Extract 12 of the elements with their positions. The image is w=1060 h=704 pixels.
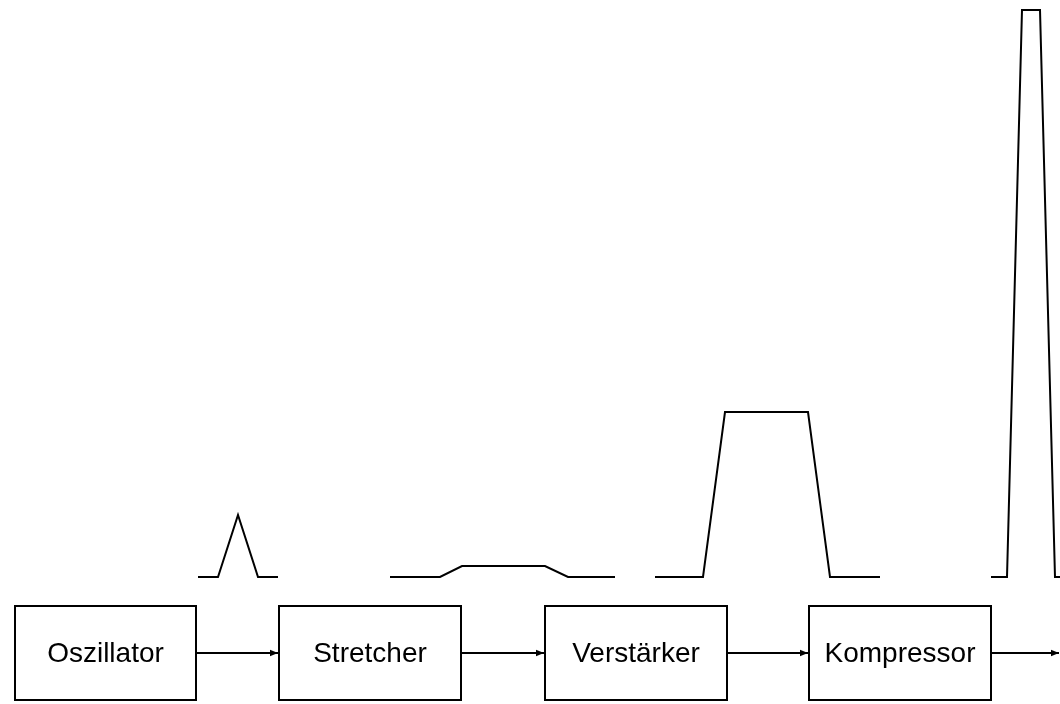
arrow (196, 649, 279, 657)
process-box (808, 605, 992, 701)
process-box (14, 605, 197, 701)
box-label: Stretcher (313, 637, 427, 669)
arrow (461, 649, 545, 657)
box-label: Kompressor (824, 637, 976, 669)
process-box (278, 605, 462, 701)
arrow (991, 649, 1060, 657)
box-label: Oszillator (47, 637, 164, 669)
arrow (727, 649, 809, 657)
process-box (544, 605, 728, 701)
box-label: Verstärker (572, 637, 700, 669)
